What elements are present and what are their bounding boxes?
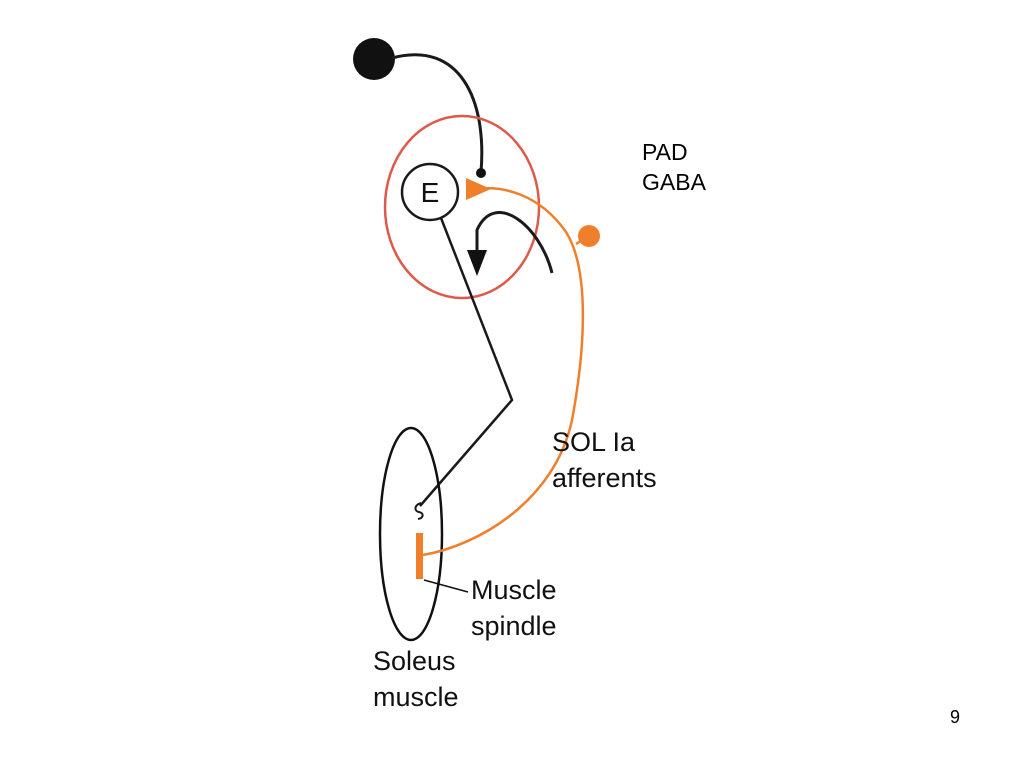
soleus-muscle-label: Soleus muscle bbox=[373, 643, 459, 715]
sol-ia-afferents-label: SOL Ia afferents bbox=[552, 424, 658, 496]
muscle-spindle bbox=[416, 533, 423, 579]
interneuron-e-soma bbox=[400, 162, 460, 222]
spindle-pointer-line bbox=[423, 579, 469, 593]
presynaptic-neuron-soma bbox=[353, 38, 395, 80]
afferents-label: afferents bbox=[552, 463, 657, 493]
pad-label: PAD bbox=[642, 139, 688, 165]
muscle-line-label: muscle bbox=[373, 682, 459, 712]
muscle-spindle-label: Muscle spindle bbox=[471, 572, 557, 644]
spindle-word-label: spindle bbox=[471, 611, 557, 641]
feedback-arrowhead bbox=[467, 250, 487, 276]
presynaptic-axon bbox=[391, 53, 484, 173]
page-number: 9 bbox=[950, 707, 961, 727]
ia-afferent-fiber bbox=[422, 187, 585, 557]
sol-ia-label: SOL Ia bbox=[552, 427, 636, 457]
interneuron-e-label: E bbox=[421, 177, 440, 208]
ia-afferent-terminal bbox=[466, 178, 491, 200]
soleus-word-label: Soleus bbox=[373, 646, 456, 676]
muscle-word-label: Muscle bbox=[471, 575, 557, 605]
motor-axon bbox=[419, 217, 514, 507]
axo-axonic-terminal bbox=[476, 168, 486, 178]
motor-endplate bbox=[414, 502, 424, 520]
afferent-cell-body bbox=[578, 225, 600, 247]
soleus-muscle bbox=[378, 426, 444, 642]
pad-gaba-label: PAD GABA bbox=[642, 137, 706, 197]
pad-highlight-circle bbox=[383, 114, 541, 300]
gaba-label: GABA bbox=[642, 169, 706, 195]
feedback-curve bbox=[475, 211, 554, 274]
